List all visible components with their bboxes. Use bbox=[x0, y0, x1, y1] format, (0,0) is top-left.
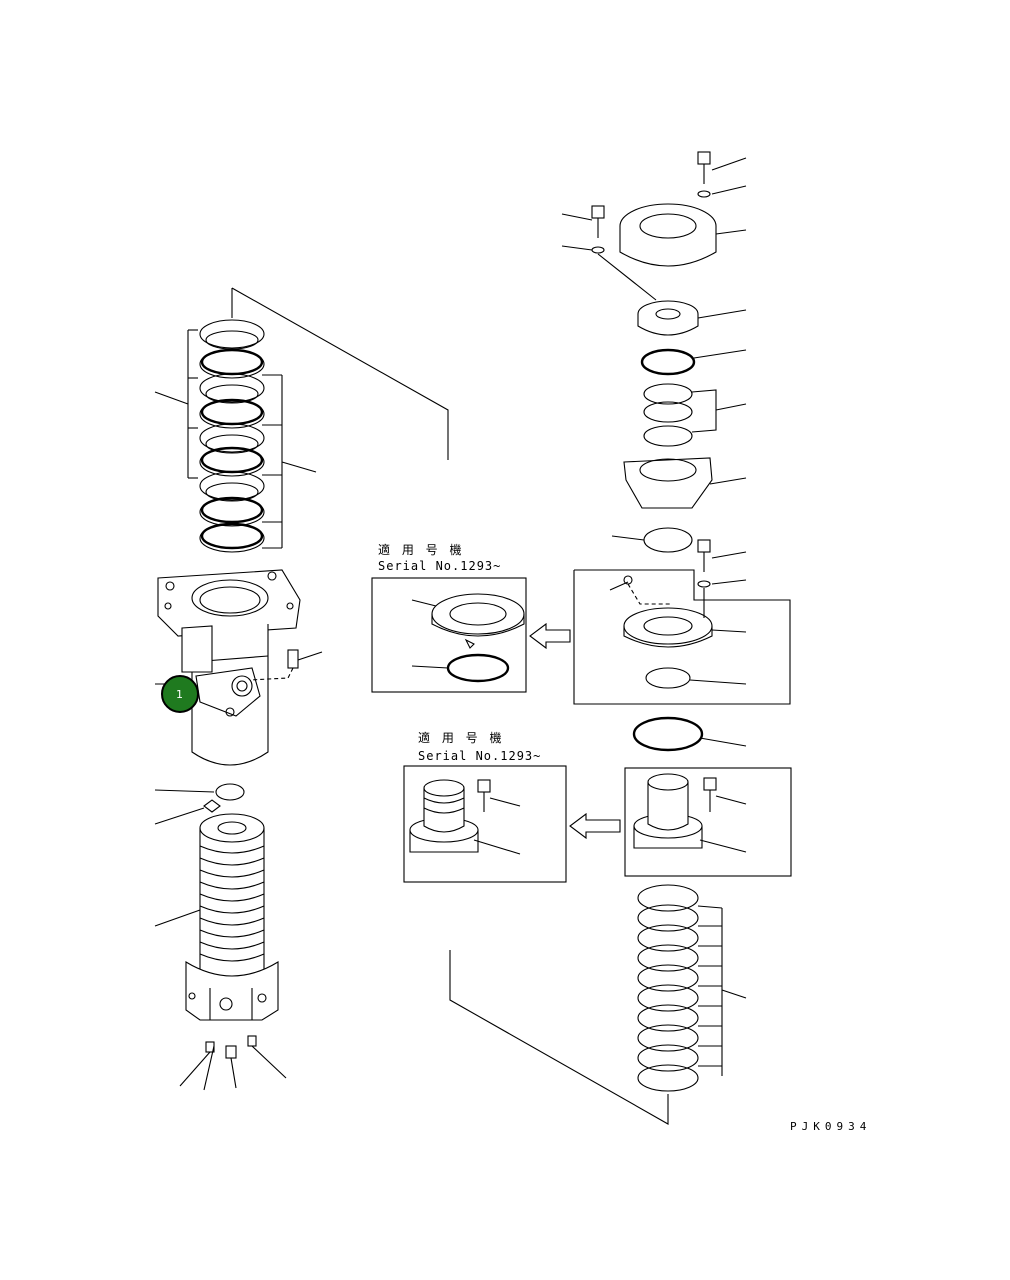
inset-lower-serial-label: Serial No.1293~ bbox=[418, 749, 541, 763]
inset-upper-applicable-label: 適 用 号 機 bbox=[378, 542, 465, 557]
inset-upper-serial-label: Serial No.1293~ bbox=[378, 559, 501, 573]
right-top-parts bbox=[561, 151, 747, 588]
inset-lower: 適 用 号 機 Serial No.1293~ bbox=[403, 730, 567, 883]
drawing-code: PJK0934 bbox=[790, 1120, 871, 1133]
inset-upper: 適 用 号 機 Serial No.1293~ bbox=[371, 542, 527, 693]
arrow-upper bbox=[529, 622, 571, 650]
swivel-joint-rotor bbox=[154, 783, 287, 1091]
arrow-lower bbox=[569, 812, 621, 840]
callout-marker-number: 1 bbox=[176, 688, 183, 701]
right-shaft-box bbox=[624, 767, 792, 877]
swivel-joint-housing bbox=[155, 569, 323, 766]
callout-marker-1[interactable]: 1 bbox=[161, 675, 199, 713]
right-bottom-ring-stack bbox=[449, 884, 747, 1125]
inset-lower-applicable-label: 適 用 号 機 bbox=[418, 730, 505, 745]
right-cover-box bbox=[573, 569, 791, 705]
left-seal-ring-stack bbox=[154, 287, 449, 553]
right-mid-ring bbox=[632, 716, 747, 752]
